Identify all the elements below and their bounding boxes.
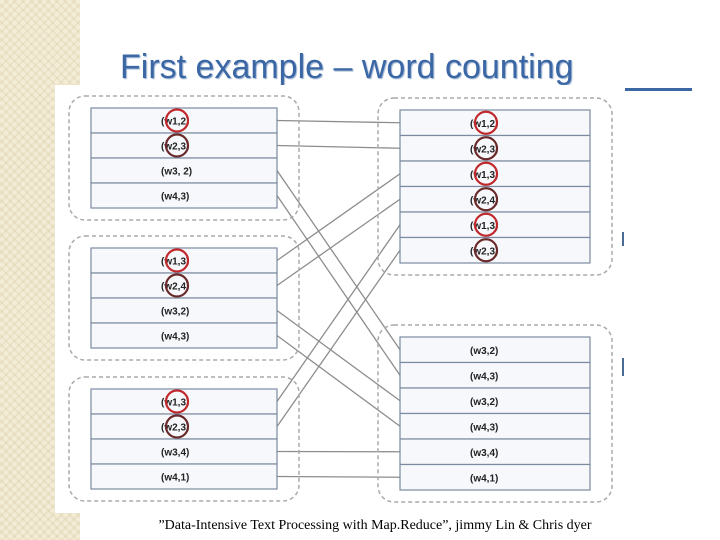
record-label: (w2,3) — [161, 142, 189, 153]
shuffle-arrows — [276, 119, 401, 478]
record-cell — [399, 134, 591, 162]
reduce-input-group-1-boundary — [377, 97, 613, 276]
map-output-group-1-boundary — [68, 95, 300, 221]
slide-title: First example – word counting — [120, 48, 574, 86]
record-cell — [90, 438, 278, 465]
record-label: (w2,3) — [470, 246, 498, 257]
record-label: (w2,4) — [470, 195, 498, 206]
record-label: (w2,4) — [161, 282, 189, 293]
record-cell — [90, 322, 278, 349]
record-label: (w4,1) — [470, 473, 498, 484]
highlight-circle — [473, 187, 499, 212]
map-output-group-3-boundary — [68, 376, 300, 502]
record-label: (w2,3) — [470, 144, 498, 155]
record-label: (w4,3) — [161, 192, 189, 203]
record-cell — [399, 160, 591, 188]
record-label: (w3,4) — [161, 448, 189, 459]
record-label: (w2,3) — [161, 423, 189, 434]
record-label: (w4,3) — [161, 332, 189, 343]
highlight-circle — [473, 238, 499, 263]
reduce-input-group-1: (w1,2) (w2,3) (w1,3) (w2,4) (w1,3) (w2,3) — [377, 97, 613, 276]
record-cell — [90, 182, 278, 209]
record-label: (w1,3) — [470, 221, 498, 232]
record-label: (w1,3) — [161, 398, 189, 409]
shuffle-line — [276, 334, 401, 427]
highlight-circle — [164, 273, 190, 298]
shuffle-line — [276, 475, 401, 478]
record-label: (w1,2) — [161, 117, 189, 128]
reduce-input-group-2: (w3,2) (w4,3) (w3,2) (w4,3) (w3,4) (w4,1) — [377, 324, 613, 503]
citation: ”Data-Intensive Text Processing with Map… — [158, 518, 592, 533]
highlight-circle — [164, 108, 190, 133]
record-label: (w4,3) — [470, 422, 498, 433]
record-cell — [399, 185, 591, 213]
record-cell — [399, 361, 591, 389]
record-groups: (w1,2) (w2,3) (w3, 2) (w4,3) (w1,3) (w2,4) (w3… — [68, 95, 624, 503]
shuffle-line — [276, 195, 401, 376]
highlight-circle — [473, 161, 499, 186]
record-label: (w3,2) — [470, 397, 498, 408]
shuffle-line — [276, 198, 401, 287]
highlight-circle — [473, 212, 499, 237]
highlight-circle — [164, 248, 190, 273]
record-label: (w3, 2) — [161, 167, 192, 178]
record-cell — [90, 157, 278, 184]
shuffle-line — [276, 249, 401, 427]
record-cell — [399, 412, 591, 440]
record-label: (w3,2) — [470, 346, 498, 357]
record-label: (w4,3) — [470, 371, 498, 382]
map-output-group-2-boundary — [68, 235, 300, 361]
record-label: (w1,3) — [470, 170, 498, 181]
reduce-input-group-2-boundary — [377, 324, 613, 503]
highlight-circle — [164, 133, 190, 158]
record-label: (w4,1) — [161, 473, 189, 484]
shuffle-line — [276, 309, 401, 402]
shuffle-line — [276, 224, 401, 402]
shuffle-line — [276, 173, 401, 262]
record-cell — [399, 438, 591, 466]
record-label: (w1,3) — [161, 257, 189, 268]
record-cell — [90, 297, 278, 324]
highlight-circle — [473, 136, 499, 161]
record-label: (w3,4) — [470, 448, 498, 459]
record-cell — [399, 236, 591, 264]
record-cell — [90, 463, 278, 490]
record-label: (w1,2) — [470, 119, 498, 130]
highlight-circle — [473, 110, 499, 135]
title-underline-decoration — [622, 88, 692, 91]
map-output-group-2: (w1,3) (w2,4) (w3,2) (w4,3) — [68, 235, 300, 361]
shuffle-line — [276, 170, 401, 351]
highlight-circle — [164, 389, 190, 414]
shuffle-line — [276, 144, 401, 149]
highlight-circle — [164, 414, 190, 439]
shuffle-line — [276, 119, 401, 124]
map-output-group-1: (w1,2) (w2,3) (w3, 2) (w4,3) — [68, 95, 300, 221]
record-cell — [399, 463, 591, 491]
map-output-group-3: (w1,3) (w2,3) (w3,4) (w4,1) — [68, 376, 300, 502]
record-label: (w3,2) — [161, 307, 189, 318]
